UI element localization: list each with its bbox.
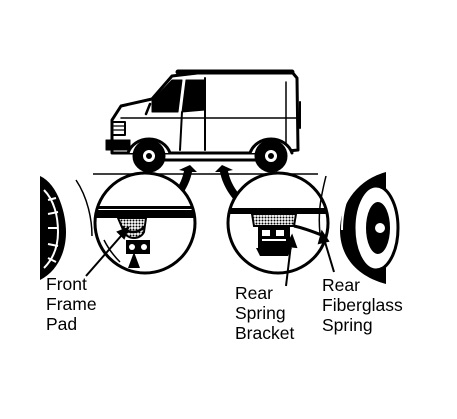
label-front-frame-pad: Front Frame Pad — [46, 274, 97, 334]
label-line: Pad — [46, 314, 78, 334]
label-rear-spring-bracket: Rear Spring Bracket — [235, 283, 294, 343]
leader-lines — [85, 226, 335, 287]
label-rear-fiberglass-spring: Rear Fiberglass Spring — [322, 275, 403, 335]
front-detail-inset — [93, 171, 197, 275]
label-line: Bracket — [235, 323, 295, 343]
rear-detail-inset — [226, 171, 330, 275]
rear-tire-partial — [318, 172, 400, 284]
label-line: Fiberglass — [322, 295, 403, 315]
label-line: Rear — [235, 283, 273, 303]
label-line: Spring — [322, 315, 373, 335]
label-line: Frame — [46, 294, 97, 314]
van-wheels — [132, 139, 288, 173]
label-line: Spring — [235, 303, 286, 323]
label-line: Front — [46, 274, 87, 294]
front-tire-partial — [40, 176, 93, 280]
label-line: Rear — [322, 275, 360, 295]
